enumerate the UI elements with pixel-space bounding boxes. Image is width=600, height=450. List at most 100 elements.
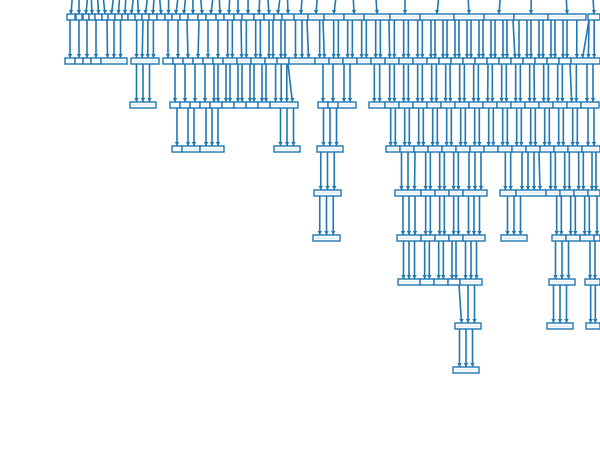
tree-node: [344, 14, 364, 20]
tree-node: [328, 102, 338, 108]
node-box: [170, 102, 180, 108]
tree-node: [500, 190, 516, 196]
tree-node: [525, 102, 539, 108]
node-label-placeholder: [486, 16, 512, 18]
node-label-placeholder: [472, 148, 482, 150]
node-label-placeholder: [202, 148, 222, 150]
tree-node: [234, 14, 242, 20]
node-box: [89, 14, 95, 20]
node-label-placeholder: [528, 148, 538, 150]
tree-node: [234, 102, 246, 108]
node-label-placeholder: [527, 104, 537, 106]
node-box: [193, 58, 203, 64]
node-box: [594, 235, 600, 241]
tree-node: [324, 14, 344, 20]
tree-node: [523, 58, 535, 64]
tree-node: [318, 102, 328, 108]
tree-node: [586, 323, 600, 329]
tree-node: [338, 102, 356, 108]
node-label-placeholder: [402, 148, 412, 150]
node-box: [75, 58, 83, 64]
node-label-placeholder: [542, 148, 552, 150]
tree-node: [180, 102, 190, 108]
node-label-placeholder: [253, 60, 263, 62]
node-label-placeholder: [562, 192, 572, 194]
node-label-placeholder: [103, 60, 125, 62]
node-label-placeholder: [465, 237, 483, 239]
tree-edge: [415, 152, 416, 190]
tree-node: [435, 190, 449, 196]
tree-node: [385, 102, 399, 108]
node-box: [135, 14, 142, 20]
tree-node: [210, 102, 222, 108]
tree-node: [487, 58, 499, 64]
tree-node: [552, 235, 566, 241]
node-box: [102, 14, 108, 20]
node-box: [142, 14, 149, 20]
node-label-placeholder: [465, 192, 485, 194]
tree-node: [254, 14, 264, 20]
node-box: [216, 14, 224, 20]
node-box: [190, 102, 200, 108]
tree-node: [183, 58, 193, 64]
node-label-placeholder: [485, 104, 495, 106]
node-label-placeholder: [415, 60, 425, 62]
node-label-placeholder: [471, 104, 481, 106]
tree-node: [258, 102, 270, 108]
node-label-placeholder: [401, 104, 411, 106]
tree-edge: [142, 20, 143, 58]
tree-node: [420, 279, 434, 285]
node-label-placeholder: [310, 16, 322, 18]
node-label-placeholder: [457, 104, 467, 106]
node-box: [535, 58, 547, 64]
tree-node: [413, 102, 427, 108]
edges-layer: [68, 0, 599, 367]
tree-edge: [241, 20, 242, 58]
tree-node: [512, 146, 526, 152]
node-label-placeholder: [541, 104, 551, 106]
tree-node: [289, 58, 315, 64]
node-box: [318, 102, 328, 108]
node-box: [511, 58, 523, 64]
tree-node: [270, 102, 298, 108]
tree-node: [434, 279, 448, 285]
node-box: [258, 102, 270, 108]
tree-node: [180, 14, 188, 20]
tree-node: [277, 58, 289, 64]
node-label-placeholder: [576, 192, 586, 194]
tree-node: [223, 58, 237, 64]
node-box: [91, 58, 101, 64]
tree-node: [399, 58, 413, 64]
tree-node: [65, 58, 75, 64]
tree-node: [313, 235, 340, 241]
node-label-placeholder: [430, 148, 440, 150]
tree-node: [246, 102, 258, 108]
node-label-placeholder: [272, 104, 296, 106]
node-label-placeholder: [437, 237, 447, 239]
tree-node: [95, 14, 102, 20]
node-label-placeholder: [503, 237, 525, 239]
tree-node: [553, 102, 567, 108]
node-label-placeholder: [456, 16, 482, 18]
tree-node: [427, 58, 439, 64]
tree-node: [224, 14, 234, 20]
tree-node: [274, 146, 300, 152]
tree-node: [549, 279, 575, 285]
tree-node: [315, 58, 329, 64]
node-box: [234, 14, 242, 20]
tree-edge: [570, 64, 572, 102]
node-label-placeholder: [366, 16, 388, 18]
tree-node: [554, 146, 568, 152]
node-box: [163, 58, 173, 64]
tree-node: [67, 14, 75, 20]
node-label-placeholder: [316, 192, 339, 194]
tree-node: [453, 367, 479, 373]
tree-node: [421, 235, 435, 241]
tree-node: [548, 14, 586, 20]
tree-node: [371, 58, 385, 64]
node-box: [222, 102, 234, 108]
tree-node: [463, 58, 475, 64]
tree-edge: [288, 64, 292, 102]
tree-node: [242, 14, 254, 20]
tree-node: [157, 14, 165, 20]
